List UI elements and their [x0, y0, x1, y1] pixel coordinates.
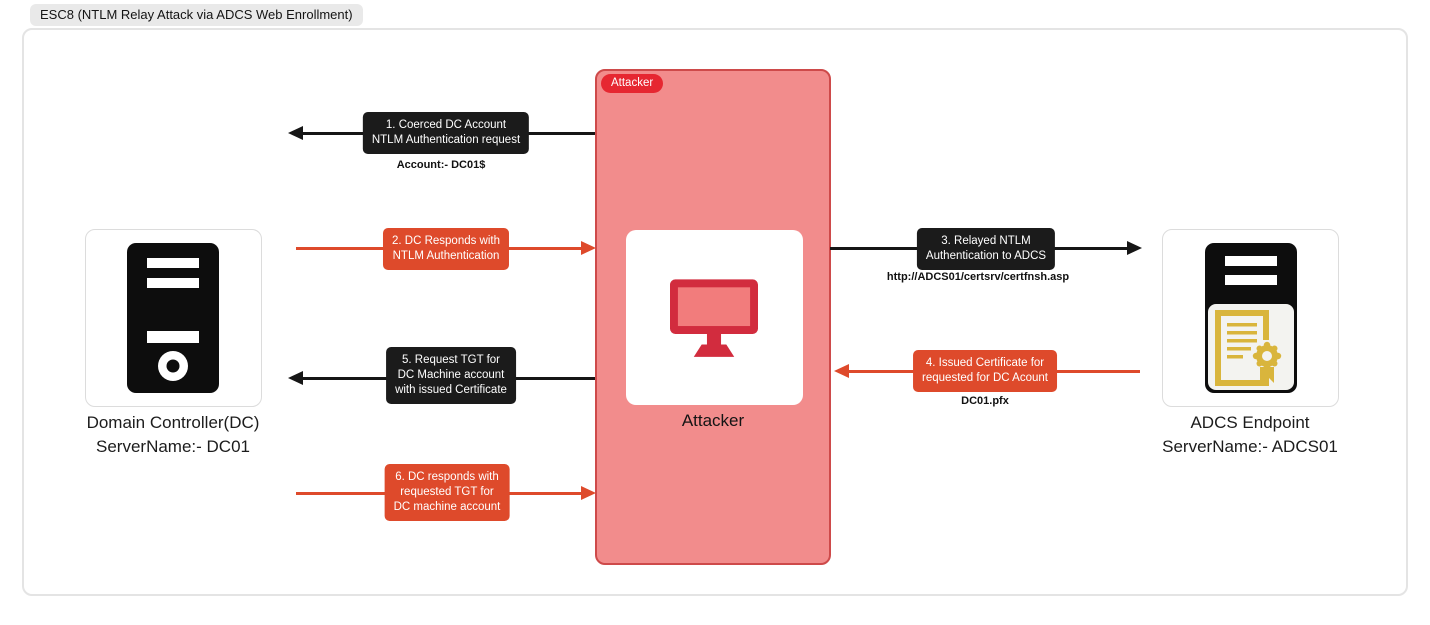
arrow-3-caption: http://ADCS01/certsrv/certfnsh.asp: [886, 271, 1070, 283]
adcs-label: ADCS Endpoint ServerName:- ADCS01: [1110, 411, 1390, 459]
monitor-icon: [670, 279, 758, 364]
arrow-3-label-line1: 3. Relayed NTLM: [941, 235, 1031, 247]
arrow-2-label: 2. DC Responds with NTLM Authentication: [382, 228, 510, 270]
attacker-label: Attacker: [681, 411, 745, 430]
arrow-1-caption: Account:- DC01$: [396, 159, 486, 171]
arrow-4-label-line1: 4. Issued Certificate for: [925, 357, 1045, 369]
arrow-6-label-line2: requested TGT for: [400, 486, 494, 498]
arrow-4-head: [834, 364, 849, 378]
arrow-4-caption: DC01.pfx: [961, 395, 1009, 407]
server-icon: [127, 243, 219, 398]
arrow-6-label: 6. DC responds with requested TGT for DC…: [384, 464, 510, 521]
arrow-2-head: [581, 241, 596, 255]
attacker-badge: Attacker: [601, 74, 664, 93]
arrow-6-label-line3: DC machine account: [393, 501, 501, 513]
arrow-5-label-line1: 5. Request TGT for: [401, 354, 501, 366]
arrow-4-label-line2: requested for DC Acount: [922, 372, 1048, 384]
arrow-5-head: [288, 371, 303, 385]
arrow-1-head: [288, 126, 303, 140]
arrow-6-label-line1: 6. DC responds with: [395, 471, 499, 483]
arrow-1-label-line1: 1. Coerced DC Account: [385, 119, 507, 131]
adcs-server-name: ServerName:- ADCS01: [1162, 437, 1338, 456]
diagram-title: ESC8 (NTLM Relay Attack via ADCS Web Enr…: [30, 4, 363, 26]
arrow-3-head: [1127, 241, 1142, 255]
dc-label: Domain Controller(DC) ServerName:- DC01: [33, 411, 313, 459]
arrow-5-label-line3: with issued Certificate: [395, 384, 507, 396]
arrow-5-label: 5. Request TGT for DC Machine account wi…: [386, 347, 516, 404]
adcs-name: ADCS Endpoint: [1190, 413, 1310, 432]
dc-name: Domain Controller(DC): [86, 413, 260, 432]
dc-server-name: ServerName:- DC01: [96, 437, 250, 456]
arrow-2-label-line1: 2. DC Responds with: [391, 235, 501, 247]
arrow-1-label-line2: NTLM Authentication request: [371, 134, 521, 146]
certificate-server-icon: [1205, 243, 1297, 398]
arrow-1-label: 1. Coerced DC Account NTLM Authenticatio…: [362, 112, 530, 154]
arrow-5-label-line2: DC Machine account: [397, 369, 505, 381]
arrow-6-head: [581, 486, 596, 500]
arrow-3-label-line2: Authentication to ADCS: [925, 250, 1047, 262]
arrow-2-label-line2: NTLM Authentication: [392, 250, 500, 262]
arrow-4-label: 4. Issued Certificate for requested for …: [913, 350, 1057, 392]
arrow-3-label: 3. Relayed NTLM Authentication to ADCS: [916, 228, 1056, 270]
